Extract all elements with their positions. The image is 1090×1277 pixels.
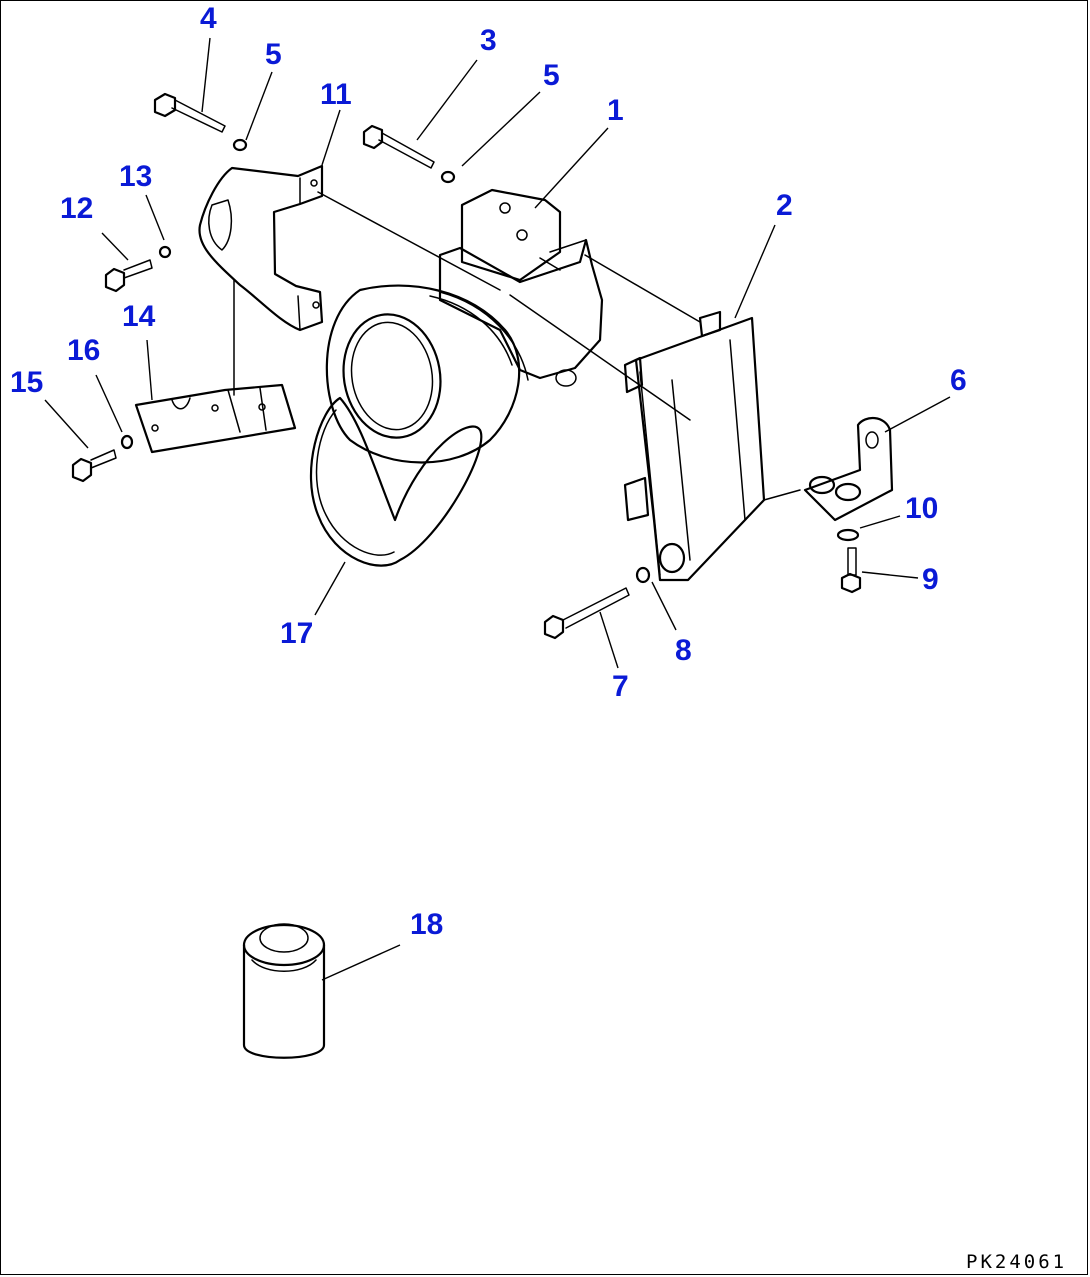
compressor-1 — [317, 188, 701, 464]
callout-12: 12 — [60, 192, 93, 225]
washer-8 — [635, 566, 651, 584]
callout-5-right: 5 — [543, 59, 560, 92]
callout-5-left: 5 — [265, 38, 282, 71]
callout-15: 15 — [10, 366, 43, 399]
callout-10: 10 — [905, 492, 938, 525]
callout-9: 9 — [922, 563, 939, 596]
callout-4: 4 — [200, 2, 217, 35]
bolt-3 — [362, 124, 435, 169]
bolt-9 — [840, 547, 862, 594]
callout-18: 18 — [410, 908, 443, 941]
receiver-18 — [242, 923, 326, 1059]
bolt-15 — [71, 449, 117, 483]
callout-8: 8 — [675, 634, 692, 667]
belt-17 — [309, 396, 483, 567]
callout-17: 17 — [280, 617, 313, 650]
callout-13: 13 — [119, 160, 152, 193]
washer-5-left — [232, 138, 248, 152]
bracket-2 — [623, 310, 801, 582]
callout-7: 7 — [612, 670, 629, 703]
plate-14 — [134, 383, 297, 454]
bracket-11 — [198, 164, 324, 396]
callout-14: 14 — [122, 300, 156, 333]
callout-labels: 4 5 11 3 5 1 2 13 12 14 16 15 6 10 9 8 7… — [10, 2, 967, 941]
callout-16: 16 — [67, 334, 100, 367]
support-6 — [803, 417, 894, 522]
callout-6: 6 — [950, 364, 967, 397]
bolt-12 — [104, 259, 153, 293]
callout-1: 1 — [607, 94, 624, 127]
bolt-7 — [543, 587, 630, 640]
leader-lines — [44, 37, 951, 981]
washer-13 — [158, 245, 172, 259]
washer-5-right — [440, 170, 456, 184]
callout-2: 2 — [776, 189, 793, 222]
washer-16 — [120, 434, 134, 450]
washer-10 — [836, 528, 860, 542]
drawing-code: PK24061 — [966, 1251, 1067, 1273]
bolt-4 — [153, 92, 226, 133]
callout-11: 11 — [320, 78, 352, 111]
callout-3: 3 — [480, 24, 497, 57]
